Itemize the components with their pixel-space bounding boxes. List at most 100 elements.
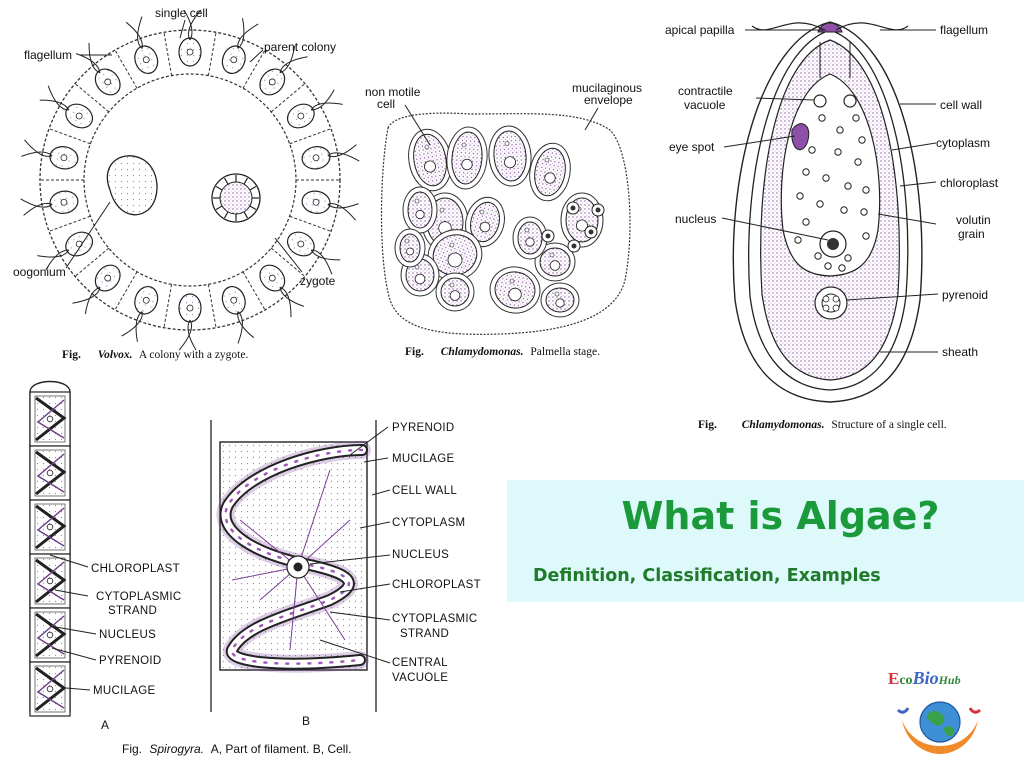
volvox-label-flagellum: flagellum xyxy=(24,48,72,62)
palmella-cell xyxy=(541,283,579,317)
spirogyra-b-label-mucilage: MUCILAGE xyxy=(392,453,454,465)
volvox-zygote xyxy=(212,174,260,222)
palmella-label-non-motile: non motile cell xyxy=(365,85,424,111)
spirogyra-a-cell xyxy=(30,392,70,446)
palmella-caption-prefix: Fig. xyxy=(405,346,424,358)
volvox-cell xyxy=(37,227,96,270)
palmella-cell xyxy=(395,229,425,267)
spirogyra-b-nucleus xyxy=(287,556,309,578)
chlamy-label-contractile-vacuole: contractile vacuole xyxy=(678,84,736,112)
volvox-label-parent-colony: parent colony xyxy=(264,40,336,54)
palmella-figure: non motile cell mucilaginous envelope Fi… xyxy=(365,81,645,358)
logo-wordmark: EcoBioHub xyxy=(888,668,961,688)
spirogyra-b-label-cytoplasmic-strand: CYTOPLASMIC STRAND xyxy=(392,613,481,640)
volvox-cell xyxy=(300,145,359,172)
palmella-label-envelope-line2: envelope xyxy=(584,93,633,107)
volvox-cell xyxy=(21,189,80,216)
spirogyra-b-label-chloroplast: CHLOROPLAST xyxy=(392,579,481,591)
volvox-cell xyxy=(283,227,340,274)
chlamy-label-contractile-line2: vacuole xyxy=(684,98,726,112)
chlamy-contractile-vacuole-1 xyxy=(814,95,826,107)
chlamy-label-volutin-grain: volutin grain xyxy=(956,213,994,241)
chlamy-label-contractile-line1: contractile xyxy=(678,84,733,98)
volvox-cell xyxy=(219,18,259,76)
volvox-cell xyxy=(300,189,358,220)
ecobiohub-logo: EcoBioHub xyxy=(884,662,994,762)
volvox-figure: single cell flagellum parent colony oogo… xyxy=(13,6,359,361)
palmella-cell xyxy=(403,187,437,233)
volvox-cell xyxy=(283,90,342,133)
spirogyra-filament-a: CHLOROPLAST CYTOPLASMIC STRAND NUCLEUS P… xyxy=(30,382,185,733)
chlamy-label-sheath: sheath xyxy=(942,345,978,359)
spirogyra-a-cell xyxy=(30,446,70,500)
volvox-label-single-cell: single cell xyxy=(155,6,208,20)
chlamy-label-cell-wall: cell wall xyxy=(940,98,982,112)
volvox-cell xyxy=(122,283,162,341)
chlamy-caption-prefix: Fig. xyxy=(698,419,717,431)
chlamy-nucleus xyxy=(820,231,846,257)
volvox-label-zygote: zygote xyxy=(300,274,336,288)
chlamy-label-nucleus: nucleus xyxy=(675,212,716,226)
spirogyra-caption-text: A, Part of filament. B, Cell. xyxy=(211,742,352,756)
chlamydomonas-figure: apical papilla flagellum contractile vac… xyxy=(665,22,999,431)
spirogyra-caption-prefix: Fig. xyxy=(122,742,142,756)
volvox-cell xyxy=(179,294,201,350)
title-banner: What is Algae? Definition, Classificatio… xyxy=(507,480,1024,602)
volvox-cell xyxy=(219,283,254,343)
spirogyra-a-cell xyxy=(30,554,70,608)
spirogyra-a-label-strand-line2: STRAND xyxy=(108,605,157,617)
chlamy-label-volutin-line2: grain xyxy=(958,227,985,241)
spirogyra-b-label-strand-line1: CYTOPLASMIC xyxy=(392,613,478,625)
banner-title: What is Algae? xyxy=(507,494,1024,538)
chlamy-caption-genus: Chlamydomonas. xyxy=(742,419,825,431)
volvox-outer-boundary xyxy=(40,30,340,330)
chlamy-contractile-vacuole-2 xyxy=(844,95,856,107)
palmella-caption: Fig. Chlamydomonas. Palmella stage. xyxy=(405,346,600,358)
palmella-cell xyxy=(561,193,603,247)
chlamy-label-cytoplasm: cytoplasm xyxy=(936,136,990,150)
volvox-caption: Fig. Volvox. A colony with a zygote. xyxy=(62,349,248,361)
volvox-oogonium-cell xyxy=(107,156,157,215)
volvox-cell xyxy=(40,86,97,133)
spirogyra-b-label-pyrenoid: PYRENOID xyxy=(392,422,454,434)
volvox-caption-prefix: Fig. xyxy=(62,349,81,361)
spirogyra-cell-b: PYRENOID MUCILAGE CELL WALL CYTOPLASM NU… xyxy=(211,420,481,728)
volvox-caption-genus: Volvox. xyxy=(98,349,133,361)
palmella-label-non-motile-line2: cell xyxy=(377,97,395,111)
volvox-cell xyxy=(22,140,80,171)
spirogyra-b-label-vacuole-line1: CENTRAL xyxy=(392,657,448,669)
chlamy-label-volutin-line1: volutin xyxy=(956,213,991,227)
spirogyra-b-label-central-vacuole: CENTRAL VACUOLE xyxy=(392,657,451,684)
chlamy-caption-text: Structure of a single cell. xyxy=(831,419,946,431)
palmella-cell xyxy=(436,273,474,311)
volvox-cell xyxy=(72,260,125,314)
spirogyra-caption-genus: Spirogyra. xyxy=(149,742,204,756)
palmella-caption-genus: Chlamydomonas. xyxy=(441,346,524,358)
spirogyra-panel-b: B xyxy=(302,714,310,728)
spirogyra-b-label-cell-wall: CELL WALL xyxy=(392,485,457,497)
spirogyra-a-label-strand-line1: CYTOPLASMIC xyxy=(96,591,182,603)
volvox-single-cell-leader xyxy=(180,20,185,38)
chlamy-pyrenoid xyxy=(815,287,847,319)
chlamy-label-pyrenoid: pyrenoid xyxy=(942,288,988,302)
spirogyra-panel-a: A xyxy=(101,718,109,732)
chlamy-label-flagellum: flagellum xyxy=(940,23,988,37)
volvox-cell xyxy=(126,17,161,77)
palmella-caption-text: Palmella stage. xyxy=(530,346,600,358)
spirogyra-a-label-pyrenoid: PYRENOID xyxy=(99,655,161,667)
palmella-label-envelope: mucilaginous envelope xyxy=(572,81,645,107)
spirogyra-a-cell xyxy=(30,500,70,554)
spirogyra-b-label-cytoplasm: CYTOPLASM xyxy=(392,517,465,529)
volvox-caption-text: A colony with a zygote. xyxy=(139,349,249,361)
spirogyra-b-label-nucleus: NUCLEUS xyxy=(392,549,449,561)
spirogyra-caption: Fig. Spirogyra. A, Part of filament. B, … xyxy=(122,742,351,756)
spirogyra-b-label-vacuole-line2: VACUOLE xyxy=(392,672,448,684)
spirogyra-a-cells xyxy=(30,392,70,716)
chlamy-label-chloroplast: chloroplast xyxy=(940,176,999,190)
spirogyra-a-cell xyxy=(30,662,70,716)
spirogyra-b-label-strand-line2: STRAND xyxy=(400,628,449,640)
spirogyra-a-label-chloroplast: CHLOROPLAST xyxy=(91,563,180,575)
chlamy-caption: Fig. Chlamydomonas. Structure of a singl… xyxy=(698,419,947,431)
banner-subtitle: Definition, Classification, Examples xyxy=(533,566,881,586)
